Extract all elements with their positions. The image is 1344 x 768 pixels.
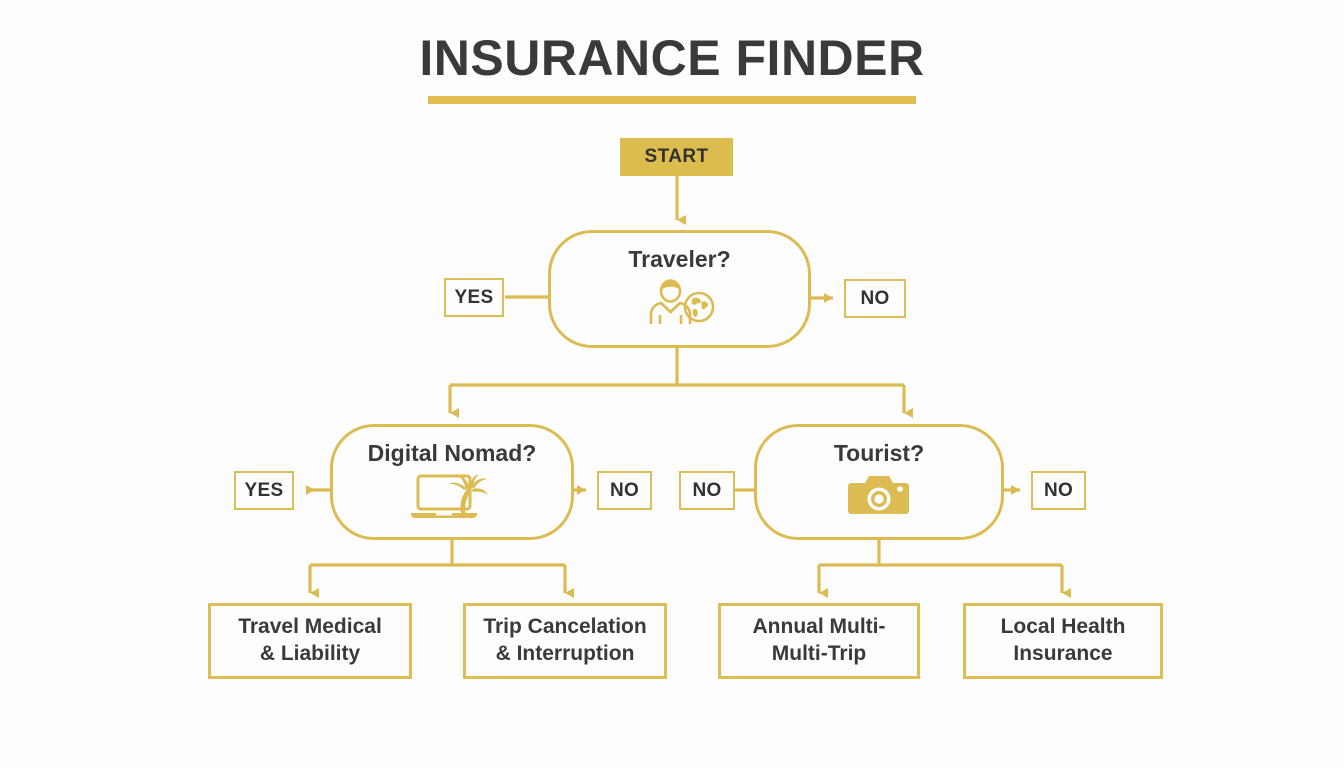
result-box-trip-cancelation-interruption[interactable]: Trip Cancelation & Interruption (463, 603, 667, 679)
result-line-2: & Liability (259, 642, 361, 665)
result-box-annual-multi-trip[interactable]: Annual Multi- Multi-Trip (718, 603, 920, 679)
start-node[interactable]: START (620, 138, 733, 176)
branch-label-traveler-no[interactable]: NO (844, 279, 906, 318)
decision-node-digital-nomad-label: Digital Nomad? (367, 440, 537, 466)
result-box-travel-medical-liability[interactable]: Travel Medical & Liability (208, 603, 412, 679)
laptop-palm-icon (409, 471, 495, 523)
branch-label-tourist-no-left[interactable]: NO (679, 471, 735, 510)
result-line-1: Local Health (1000, 615, 1126, 639)
page-title-text: INSURANCE FINDER (419, 30, 925, 86)
branch-label-text: NO (1043, 479, 1074, 501)
branch-label-digital-nomad-yes[interactable]: YES (234, 471, 294, 510)
branch-label-text: NO (692, 479, 722, 501)
decision-node-traveler-label: Traveler? (628, 246, 731, 272)
result-line-1: Annual Multi- (752, 615, 886, 639)
branch-label-text: NO (609, 479, 640, 501)
branch-label-text: NO (860, 287, 890, 309)
decision-node-tourist[interactable]: Tourist? (754, 424, 1004, 540)
result-line-2: Insurance (1013, 642, 1113, 665)
branch-label-traveler-yes[interactable]: YES (444, 278, 504, 317)
person-globe-icon (644, 277, 716, 327)
page-title: INSURANCE FINDER (0, 32, 1344, 104)
decision-node-tourist-label: Tourist? (833, 440, 925, 466)
decision-node-traveler[interactable]: Traveler? (548, 230, 811, 348)
result-box-local-health-insurance[interactable]: Local Health Insurance (963, 603, 1163, 679)
branch-label-text: YES (454, 286, 494, 308)
branch-label-tourist-no-right[interactable]: NO (1031, 471, 1086, 510)
branch-label-text: YES (244, 479, 284, 501)
decision-node-digital-nomad[interactable]: Digital Nomad? (330, 424, 574, 540)
result-line-2: Multi-Trip (771, 642, 867, 665)
camera-icon (848, 471, 910, 519)
result-line-1: Travel Medical (238, 615, 382, 639)
result-line-1: Trip Cancelation (483, 615, 647, 639)
title-underline-rule (428, 95, 916, 104)
start-node-label: START (644, 146, 709, 167)
result-line-2: & Interruption (495, 642, 635, 665)
branch-label-digital-nomad-no[interactable]: NO (597, 471, 652, 510)
